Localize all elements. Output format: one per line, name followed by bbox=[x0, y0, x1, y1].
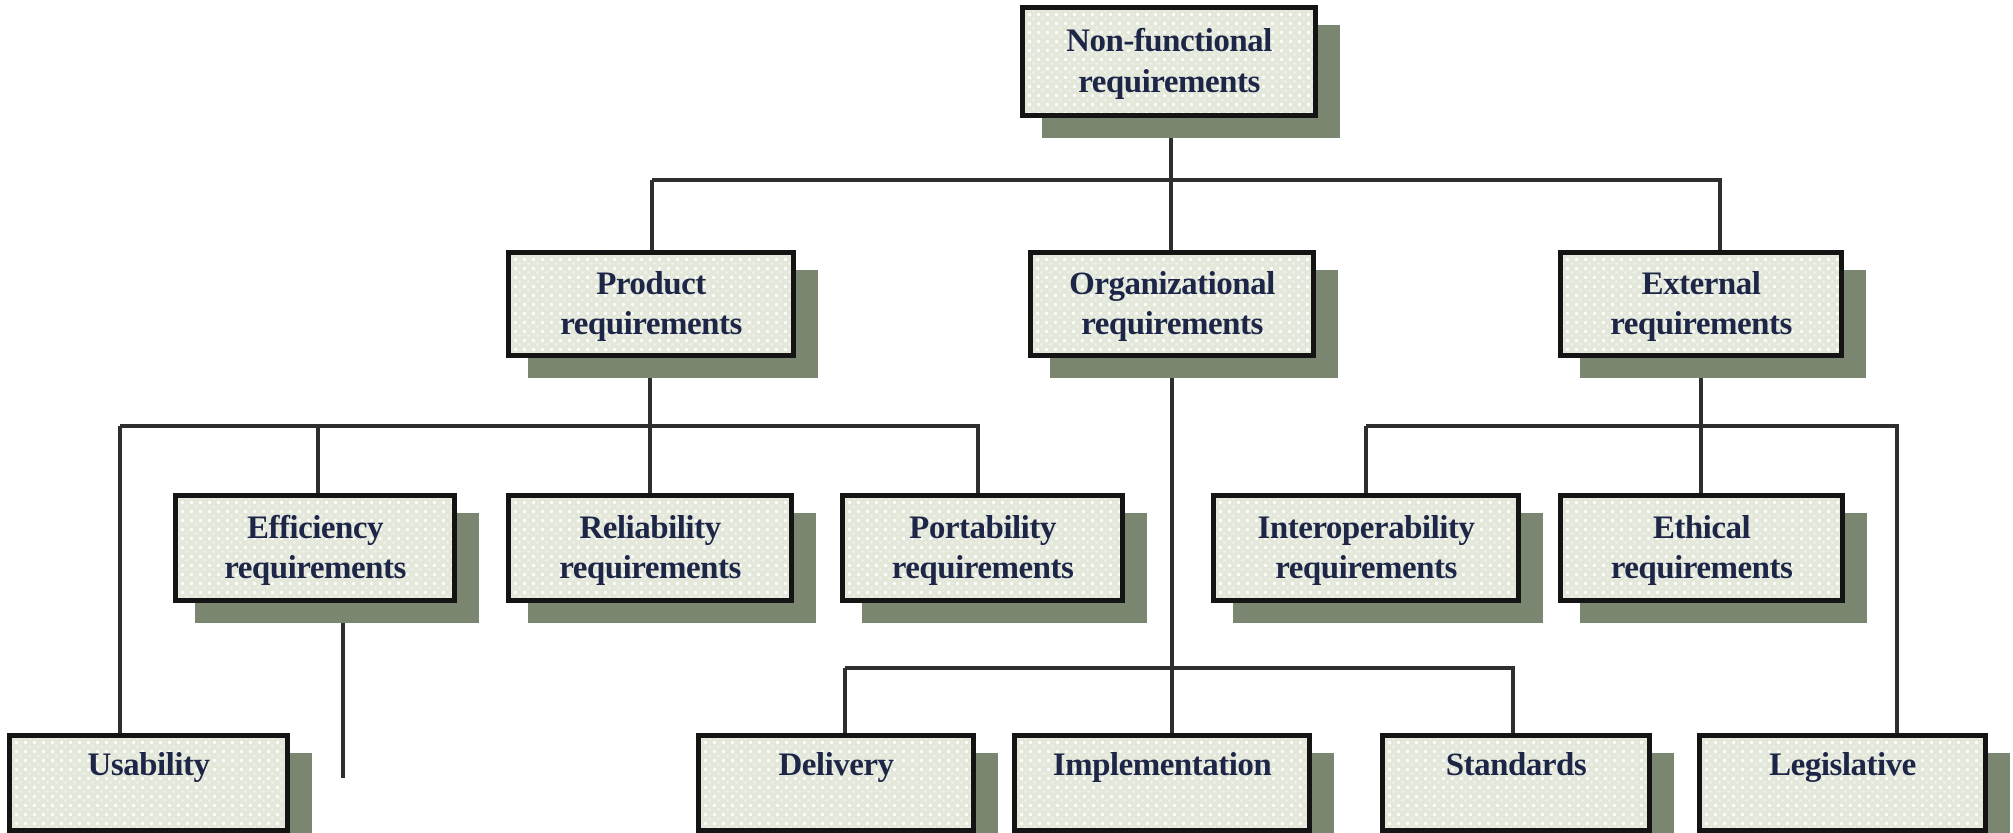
connector-to-usability bbox=[118, 426, 122, 733]
connector-root-stem bbox=[1169, 118, 1173, 180]
node-label-line: Ethical bbox=[1652, 509, 1751, 546]
node-label-line: Efficiency bbox=[246, 509, 384, 546]
node-label-line: requirements bbox=[891, 550, 1074, 586]
node-label-line: requirements bbox=[560, 306, 742, 342]
node-efficiency-requirements: Efficiency requirements bbox=[173, 493, 457, 603]
connector-organizational-stem bbox=[1170, 358, 1174, 733]
node-label-line: Legislative bbox=[1769, 747, 1916, 783]
node-label-line: Delivery bbox=[778, 747, 894, 783]
node-portability-requirements: Portability requirements bbox=[840, 493, 1125, 603]
connector-to-organizational bbox=[1169, 180, 1173, 250]
node-reliability-requirements: Reliability requirements bbox=[506, 493, 794, 603]
node-label-line: Standards bbox=[1445, 747, 1587, 783]
node-label-line: requirements bbox=[1275, 550, 1457, 586]
connector-efficiency-stem bbox=[341, 603, 345, 778]
node-external-requirements: External requirements bbox=[1558, 250, 1844, 358]
node-label-line: requirements bbox=[1610, 306, 1792, 342]
node-label-line: Reliability bbox=[579, 509, 721, 546]
connector-level1-bar bbox=[652, 178, 1722, 182]
connector-external-bar bbox=[1366, 424, 1899, 428]
node-usability: Usability bbox=[7, 733, 290, 833]
node-ethical-requirements: Ethical requirements bbox=[1558, 493, 1845, 603]
connector-to-legislative bbox=[1895, 426, 1899, 733]
connector-to-portability bbox=[976, 426, 980, 493]
node-standards: Standards bbox=[1380, 733, 1652, 833]
node-implementation: Implementation bbox=[1012, 733, 1312, 833]
node-label-line: Usability bbox=[87, 747, 210, 783]
connector-to-delivery bbox=[843, 668, 847, 733]
node-product-requirements: Product requirements bbox=[506, 250, 796, 358]
connector-to-external bbox=[1718, 180, 1722, 250]
connector-to-efficiency bbox=[316, 426, 320, 493]
connector-to-product bbox=[650, 180, 654, 250]
node-organizational-requirements: Organizational requirements bbox=[1028, 250, 1316, 358]
node-legislative: Legislative bbox=[1697, 733, 1988, 833]
connector-product-bar bbox=[120, 424, 980, 428]
node-label-line: External bbox=[1641, 265, 1761, 302]
connector-to-reliability bbox=[648, 426, 652, 493]
node-label-line: requirements bbox=[1078, 63, 1260, 100]
connector-to-standards bbox=[1511, 668, 1515, 733]
node-label-line: Portability bbox=[909, 509, 1056, 546]
node-delivery: Delivery bbox=[696, 733, 976, 833]
node-label-line: requirements bbox=[1081, 306, 1263, 342]
node-label-line: Implementation bbox=[1052, 747, 1272, 783]
node-non-functional-requirements: Non-functional requirements bbox=[1020, 5, 1318, 118]
node-label-line: Organizational bbox=[1069, 265, 1275, 302]
connector-product-stem bbox=[648, 358, 652, 428]
node-label-line: requirements bbox=[559, 550, 741, 586]
node-label-line: Interoperability bbox=[1257, 509, 1475, 546]
connector-organizational-bar bbox=[845, 666, 1515, 670]
node-label-line: requirements bbox=[1610, 550, 1793, 586]
node-interoperability-requirements: Interoperability requirements bbox=[1211, 493, 1521, 603]
node-label-line: Non-functional bbox=[1066, 23, 1272, 60]
connector-to-interoperability bbox=[1364, 426, 1368, 493]
node-label-line: requirements bbox=[224, 550, 406, 586]
node-label-line: Product bbox=[596, 265, 706, 302]
requirements-tree-diagram: Non-functional requirements Product requ… bbox=[7, 5, 1988, 833]
